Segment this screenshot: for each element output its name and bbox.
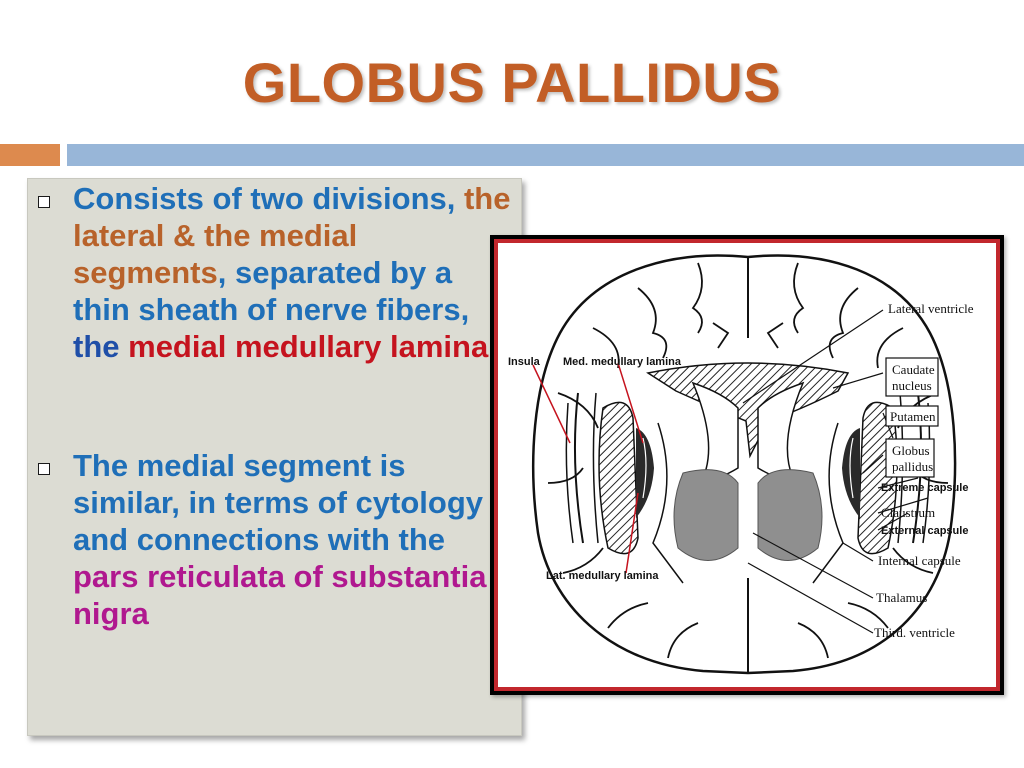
lamina-pointer-lines	[532, 362, 644, 574]
text-panel	[27, 178, 522, 736]
bullet-square-icon	[38, 463, 50, 475]
caudate-nucleus	[646, 362, 850, 459]
accent-bar-orange	[0, 144, 60, 166]
brain-outline	[532, 254, 957, 675]
putamen-left	[598, 401, 639, 555]
globus-label-box	[885, 438, 935, 478]
label-external-capsule: External capsule	[881, 525, 968, 537]
bullet-1-segments-highlight: the lateral & the medial segments	[73, 181, 511, 290]
bullet-1-part-1: Consists of two divisions,	[73, 181, 464, 216]
label-nucleus: nucleus	[892, 378, 932, 393]
label-lateral-ventricle: Lateral ventricle	[888, 301, 974, 316]
bullet-1-part-3: , separated by a thin sheath of nerve fi…	[73, 255, 470, 327]
bullet-1-text: Consists of two divisions, the lateral &…	[73, 180, 513, 365]
bullet-square-icon	[38, 196, 50, 208]
accent-bar-blue	[67, 144, 1024, 166]
thalamus-right	[757, 469, 823, 561]
bullet-2-text: The medial segment is similar, in terms …	[73, 447, 513, 632]
brain-figure: Lateral ventricle Insula Med. medullary …	[494, 239, 1000, 691]
globus-pallidus-right	[842, 428, 860, 518]
caudate-label-box	[885, 357, 939, 397]
label-insula: Insula	[508, 356, 541, 368]
bullet-1-part-4: the	[73, 329, 129, 364]
brain-figure-frame: Lateral ventricle Insula Med. medullary …	[490, 235, 1004, 695]
slide-title: GLOBUS PALLIDUS	[242, 51, 782, 114]
label-globus: Globus	[892, 443, 930, 458]
globus-pallidus-left	[636, 428, 654, 518]
label-caudate: Caudate	[892, 362, 935, 377]
brain-section-diagram: Lateral ventricle Insula Med. medullary …	[508, 254, 974, 675]
label-claustrum: Claustrum	[881, 505, 935, 520]
label-internal-capsule: Internal capsule	[878, 553, 961, 568]
label-pallidus: pallidus	[892, 459, 933, 474]
putamen-label-box	[885, 405, 939, 427]
label-extreme-capsule: Extreme capsule	[881, 482, 968, 494]
label-thalamus: Thalamus	[876, 590, 927, 605]
bullet-1-lamina-highlight: medial medullary lamina	[128, 329, 489, 364]
label-med-medullary-lamina: Med. medullary lamina	[563, 356, 682, 368]
label-third-ventricle: Third. ventricle	[874, 625, 955, 640]
thalamus-left	[673, 469, 739, 561]
label-lat-medullary-lamina: Lat. medullary lamina	[546, 570, 659, 582]
bullet-2-nigra-highlight: pars reticulata of substantia nigra	[73, 559, 487, 631]
internal-capsule	[652, 422, 844, 584]
bullet-2-part-1: The medial segment is similar, in terms …	[73, 448, 484, 557]
label-putamen: Putamen	[890, 409, 936, 424]
